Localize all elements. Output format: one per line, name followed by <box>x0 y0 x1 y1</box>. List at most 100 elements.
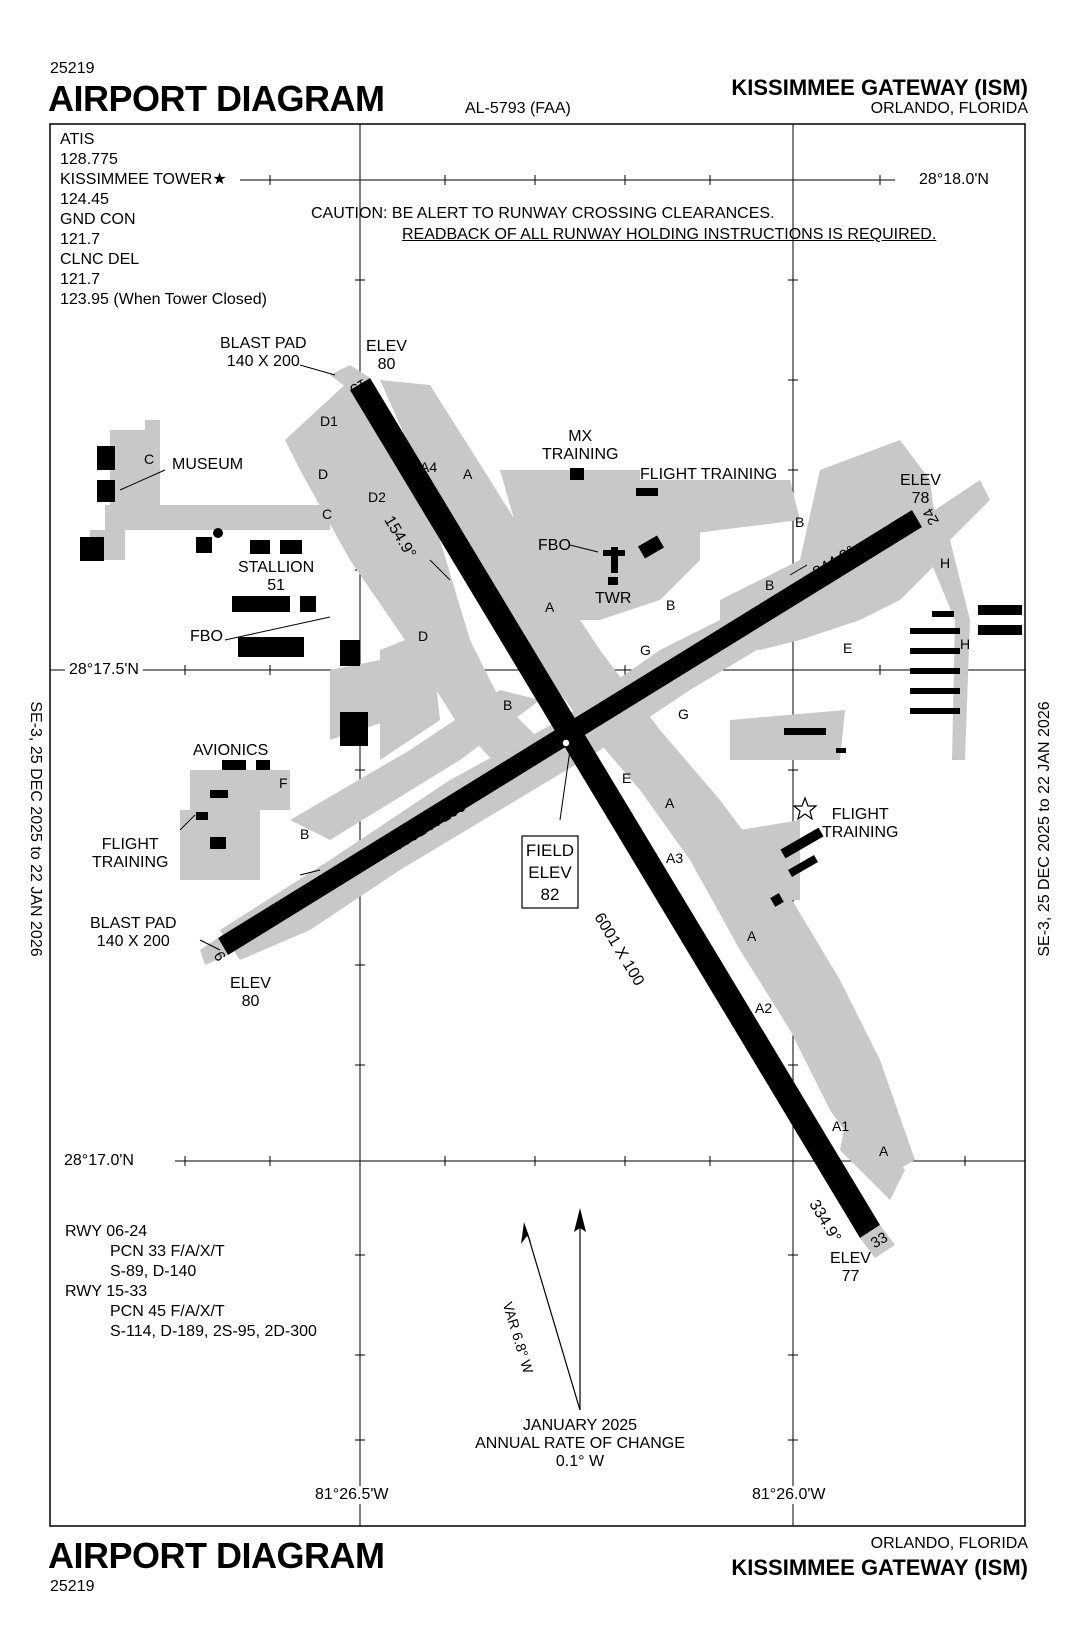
lat-mid-label: 28°17.5'N <box>65 661 143 679</box>
taxiway-label: B <box>765 577 775 593</box>
building <box>910 668 960 674</box>
building <box>238 637 304 657</box>
building <box>910 688 960 694</box>
blast-pad-15 <box>330 365 370 390</box>
blast-pad-33 <box>860 1225 895 1258</box>
lat-top-label: 28°18.0'N <box>915 171 993 189</box>
runway-data-block: RWY 06-24 PCN 33 F/A/X/T S-89, D-140 RWY… <box>65 1223 317 1340</box>
freq-line: KISSIMMEE TOWER★ <box>60 171 227 188</box>
fbo-center-building <box>637 535 665 559</box>
stallion-hangar <box>232 596 290 612</box>
chart-number-bottom: 25219 <box>50 1578 95 1595</box>
runway-15-33-surface <box>350 378 880 1238</box>
taxiway-label: A2 <box>755 1000 773 1016</box>
city-bottom: ORLANDO, FLORIDA <box>870 1535 1028 1552</box>
building <box>340 640 360 666</box>
building <box>784 728 826 735</box>
field-elev-box <box>521 835 579 909</box>
building <box>210 837 226 849</box>
map-frame <box>49 123 1026 1527</box>
building <box>97 480 115 502</box>
lon-right-label: 81°26.0'W <box>752 1486 826 1504</box>
fbo-center-label: FBO <box>538 537 571 554</box>
blast-pad-6 <box>200 938 228 965</box>
building <box>210 790 228 798</box>
freq-line: 121.7 <box>60 271 101 288</box>
airport-name-top: KISSIMMEE GATEWAY (ISM) <box>731 75 1028 100</box>
freq-line: 128.775 <box>60 151 118 168</box>
taxiway-label: A3 <box>666 850 684 866</box>
building <box>978 605 1022 615</box>
building <box>340 712 368 746</box>
taxiway-label: D <box>318 466 329 482</box>
tower-cap <box>603 550 625 556</box>
building <box>910 708 960 714</box>
taxiway-label: A1 <box>832 1118 850 1134</box>
star-icon: ★ <box>212 171 227 188</box>
taxiway-label: B <box>503 697 513 713</box>
freq-line: ATIS <box>60 131 95 148</box>
freq-line: 121.7 <box>60 231 101 248</box>
taxiway-label: D <box>418 628 429 644</box>
building <box>770 893 784 907</box>
building <box>910 628 960 634</box>
taxiway-label: B <box>300 826 310 842</box>
magnetic-north-arrow-icon <box>521 1222 531 1244</box>
building <box>300 596 316 612</box>
taxiway-label: H <box>940 555 951 571</box>
caution-line-2: READBACK OF ALL RUNWAY HOLDING INSTRUCTI… <box>402 226 937 243</box>
lat-bottom-label: 28°17.0'N <box>60 1152 138 1170</box>
runway-06-24 <box>200 500 938 965</box>
taxiway-label: E <box>843 640 853 656</box>
airport-name-bottom: KISSIMMEE GATEWAY (ISM) <box>731 1555 1028 1580</box>
chart-number-top: 25219 <box>50 60 95 77</box>
runway-06-24-surface <box>218 510 922 955</box>
tower-label: TWR <box>595 590 632 607</box>
taxiway-label: A <box>463 466 473 482</box>
flight-training-top-label: FLIGHT TRAINING <box>640 466 778 483</box>
taxiway-label: A <box>545 599 555 615</box>
avionics-label: AVIONICS <box>193 742 269 759</box>
building <box>97 446 115 470</box>
apron-west-road <box>105 505 330 530</box>
building <box>978 625 1022 635</box>
city-top: ORLANDO, FLORIDA <box>870 100 1028 117</box>
freq-line: CLNC DEL <box>60 251 140 268</box>
taxiway-label: C <box>322 506 333 522</box>
building <box>788 855 818 877</box>
avionics-building <box>222 760 246 770</box>
magnetic-north-line <box>526 1231 581 1411</box>
runway-intersection <box>561 738 571 748</box>
true-north-arrow-icon <box>574 1208 586 1232</box>
page-title-bottom: AIRPORT DIAGRAM <box>48 1535 385 1576</box>
building <box>932 611 954 617</box>
runway-15-33 <box>330 365 895 1258</box>
building <box>280 540 302 554</box>
taxiway-label: G <box>640 642 651 658</box>
building <box>910 648 960 654</box>
frequencies-block: ATIS 128.775 KISSIMMEE TOWER★ 124.45 GND… <box>60 130 267 310</box>
freq-line: 124.45 <box>60 191 109 208</box>
fbo-left-label: FBO <box>190 628 223 645</box>
mx-training-building <box>570 468 584 480</box>
tower-foot <box>608 577 618 585</box>
taxiway-label: D2 <box>368 489 386 505</box>
page-title-top: AIRPORT DIAGRAM <box>48 78 385 119</box>
building <box>80 537 104 561</box>
freq-line: GND CON <box>60 211 136 228</box>
taxiway-label: D1 <box>320 413 338 429</box>
caution-line-1: CAUTION: BE ALERT TO RUNWAY CROSSING CLE… <box>311 205 775 222</box>
taxiway-label: B <box>795 514 805 530</box>
